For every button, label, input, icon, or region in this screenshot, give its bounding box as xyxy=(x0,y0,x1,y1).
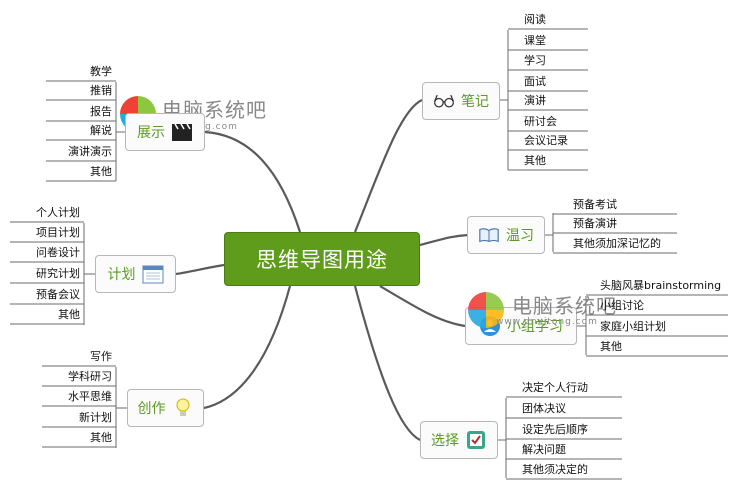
glasses-icon xyxy=(433,90,455,112)
watermark-url: www.dnxitong.com xyxy=(496,317,598,327)
branch-review-label: 温习 xyxy=(506,228,534,244)
leaf-create-4[interactable]: 其他 xyxy=(90,431,112,444)
branch-group-label: 小组学习 xyxy=(507,319,563,335)
leaf-plan-1[interactable]: 项目计划 xyxy=(36,226,80,239)
watermark-right: 电脑系统吧 www.dnxitong.com xyxy=(466,290,626,330)
central-topic[interactable]: 思维导图用途 xyxy=(224,232,420,286)
leaf-notes-3[interactable]: 面试 xyxy=(524,75,546,88)
leaf-show-5[interactable]: 其他 xyxy=(90,165,112,178)
branch-notes[interactable]: 笔记 xyxy=(422,82,500,120)
leaf-plan-0[interactable]: 个人计划 xyxy=(36,206,80,219)
leaf-show-1[interactable]: 推销 xyxy=(90,84,112,97)
leaf-notes-1[interactable]: 课堂 xyxy=(524,34,546,47)
branch-review[interactable]: 温习 xyxy=(467,216,545,254)
leaf-notes-2[interactable]: 学习 xyxy=(524,54,546,67)
watermark-logo-icon xyxy=(468,292,504,328)
link-review xyxy=(419,233,469,247)
lightbulb-icon xyxy=(172,397,194,419)
leaf-plan-2[interactable]: 问卷设计 xyxy=(36,246,80,259)
link-create xyxy=(203,285,292,410)
leaf-show-0[interactable]: 教学 xyxy=(90,65,112,78)
watermark-name: 电脑系统吧 xyxy=(512,294,617,318)
leaf-plan-3[interactable]: 研究计划 xyxy=(36,267,80,280)
leaf-choice-3[interactable]: 解决问题 xyxy=(522,443,566,456)
branch-plan[interactable]: 计划 xyxy=(95,255,176,293)
leaf-notes-5[interactable]: 研讨会 xyxy=(524,115,557,128)
leaf-notes-7[interactable]: 其他 xyxy=(524,154,546,167)
clapperboard-icon xyxy=(171,121,193,143)
leaf-review-2[interactable]: 其他须加深记忆的 xyxy=(573,237,661,250)
branch-show-label: 展示 xyxy=(137,125,165,141)
central-topic-title: 思维导图用途 xyxy=(256,248,388,272)
leaf-notes-0[interactable]: 阅读 xyxy=(524,13,546,26)
leaf-choice-4[interactable]: 其他须决定的 xyxy=(522,463,588,476)
leaf-create-1[interactable]: 学科研习 xyxy=(68,370,112,383)
leaf-show-2[interactable]: 报告 xyxy=(90,105,112,118)
link-show xyxy=(204,130,302,233)
leaf-review-1[interactable]: 预备演讲 xyxy=(573,217,617,230)
leaf-choice-2[interactable]: 设定先后顺序 xyxy=(522,423,588,436)
leaf-plan-4[interactable]: 预备会议 xyxy=(36,288,80,301)
book-icon xyxy=(478,224,500,246)
link-choice xyxy=(353,285,421,441)
leaf-group-0[interactable]: 头脑风暴brainstorming xyxy=(600,279,722,292)
leaf-review-0[interactable]: 预备考试 xyxy=(573,198,617,211)
leaf-notes-6[interactable]: 会议记录 xyxy=(524,134,568,147)
leaf-group-1[interactable]: 小组讨论 xyxy=(600,299,644,312)
leaf-create-2[interactable]: 水平思维 xyxy=(68,390,112,403)
branch-choice-label: 选择 xyxy=(431,433,459,449)
branch-create-label: 创作 xyxy=(137,401,166,417)
checkbox-icon xyxy=(465,429,487,451)
leaf-choice-1[interactable]: 团体决议 xyxy=(522,402,566,415)
leaf-create-3[interactable]: 新计划 xyxy=(79,411,112,424)
branch-show[interactable]: 展示 xyxy=(125,113,205,151)
link-notes xyxy=(353,98,423,233)
leaf-group-3[interactable]: 其他 xyxy=(600,340,622,353)
leaf-show-3[interactable]: 解说 xyxy=(90,124,112,137)
leaf-create-0[interactable]: 写作 xyxy=(90,350,112,363)
link-group xyxy=(379,285,466,328)
branch-notes-label: 笔记 xyxy=(461,94,489,110)
leaf-group-2[interactable]: 家庭小组计划 xyxy=(600,320,666,333)
leaf-notes-4[interactable]: 演讲 xyxy=(524,94,546,107)
leaf-show-4[interactable]: 演讲演示 xyxy=(68,145,112,158)
calendar-icon xyxy=(142,263,164,285)
branch-choice[interactable]: 选择 xyxy=(420,421,498,459)
branch-create[interactable]: 创作 xyxy=(127,389,204,427)
link-plan xyxy=(175,263,225,276)
leaf-plan-5[interactable]: 其他 xyxy=(58,308,80,321)
branch-plan-label: 计划 xyxy=(107,267,136,283)
leaf-choice-0[interactable]: 决定个人行动 xyxy=(522,381,588,394)
